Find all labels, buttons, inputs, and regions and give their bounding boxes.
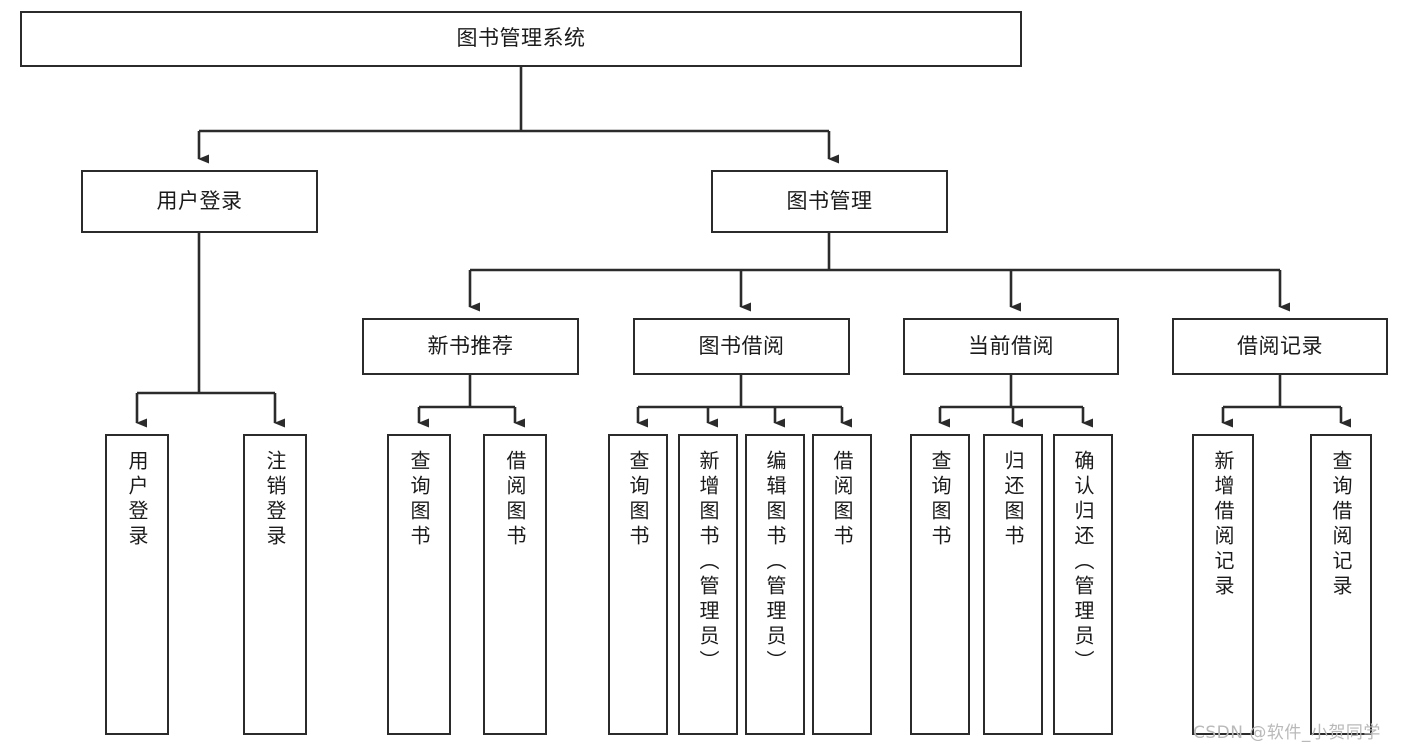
node-leaf-edit-book[interactable]: 编辑图书（管理员） bbox=[745, 434, 805, 735]
node-user-login-label: 用户登录 bbox=[156, 188, 243, 213]
node-leaf-query-book-rec[interactable]: 查询图书 bbox=[387, 434, 451, 735]
node-leaf-query-record[interactable]: 查询借阅记录 bbox=[1310, 434, 1372, 735]
node-leaf-borrow-book[interactable]: 借阅图书 bbox=[812, 434, 872, 735]
node-book-borrow[interactable]: 图书借阅 bbox=[633, 318, 850, 375]
node-leaf-add-record[interactable]: 新增借阅记录 bbox=[1192, 434, 1254, 735]
node-leaf-add-book-label: 新增图书（管理员） bbox=[696, 450, 720, 675]
node-current-borrow-label: 当前借阅 bbox=[968, 333, 1054, 358]
node-leaf-user-login[interactable]: 用户登录 bbox=[105, 434, 169, 735]
node-book-borrow-label: 图书借阅 bbox=[698, 333, 785, 358]
connector-lines bbox=[135, 67, 1351, 428]
node-root-label: 图书管理系统 bbox=[456, 26, 586, 51]
node-leaf-query-book-borrow[interactable]: 查询图书 bbox=[608, 434, 668, 735]
node-root[interactable]: 图书管理系统 bbox=[20, 11, 1022, 67]
node-leaf-query-book-cur[interactable]: 查询图书 bbox=[910, 434, 970, 735]
node-leaf-query-book-rec-label: 查询图书 bbox=[407, 450, 431, 550]
node-new-book-recommend[interactable]: 新书推荐 bbox=[362, 318, 579, 375]
node-leaf-query-record-label: 查询借阅记录 bbox=[1329, 450, 1353, 600]
node-book-manage-label: 图书管理 bbox=[786, 188, 873, 213]
node-leaf-logout-login-label: 注销登录 bbox=[263, 450, 287, 550]
node-leaf-borrow-book-rec-label: 借阅图书 bbox=[503, 450, 527, 550]
node-leaf-return-book-label: 归还图书 bbox=[1001, 450, 1025, 550]
node-leaf-borrow-book-rec[interactable]: 借阅图书 bbox=[483, 434, 547, 735]
node-borrow-record-label: 借阅记录 bbox=[1237, 333, 1323, 358]
node-leaf-user-login-label: 用户登录 bbox=[125, 450, 149, 550]
node-leaf-edit-book-label: 编辑图书（管理员） bbox=[763, 450, 787, 675]
node-leaf-add-record-label: 新增借阅记录 bbox=[1211, 450, 1235, 600]
node-leaf-query-book-cur-label: 查询图书 bbox=[928, 450, 952, 550]
node-user-login[interactable]: 用户登录 bbox=[81, 170, 318, 233]
node-current-borrow[interactable]: 当前借阅 bbox=[903, 318, 1119, 375]
node-new-book-recommend-label: 新书推荐 bbox=[427, 333, 514, 358]
node-leaf-borrow-book-label: 借阅图书 bbox=[830, 450, 854, 550]
node-borrow-record[interactable]: 借阅记录 bbox=[1172, 318, 1388, 375]
node-leaf-confirm-return[interactable]: 确认归还（管理员） bbox=[1053, 434, 1113, 735]
node-leaf-logout-login[interactable]: 注销登录 bbox=[243, 434, 307, 735]
node-book-manage[interactable]: 图书管理 bbox=[711, 170, 948, 233]
node-leaf-query-book-borrow-label: 查询图书 bbox=[626, 450, 650, 550]
watermark-text: CSDN @软件_小贺同学 bbox=[1193, 723, 1381, 743]
node-leaf-add-book[interactable]: 新增图书（管理员） bbox=[678, 434, 738, 735]
node-leaf-return-book[interactable]: 归还图书 bbox=[983, 434, 1043, 735]
node-leaf-confirm-return-label: 确认归还（管理员） bbox=[1071, 450, 1095, 675]
